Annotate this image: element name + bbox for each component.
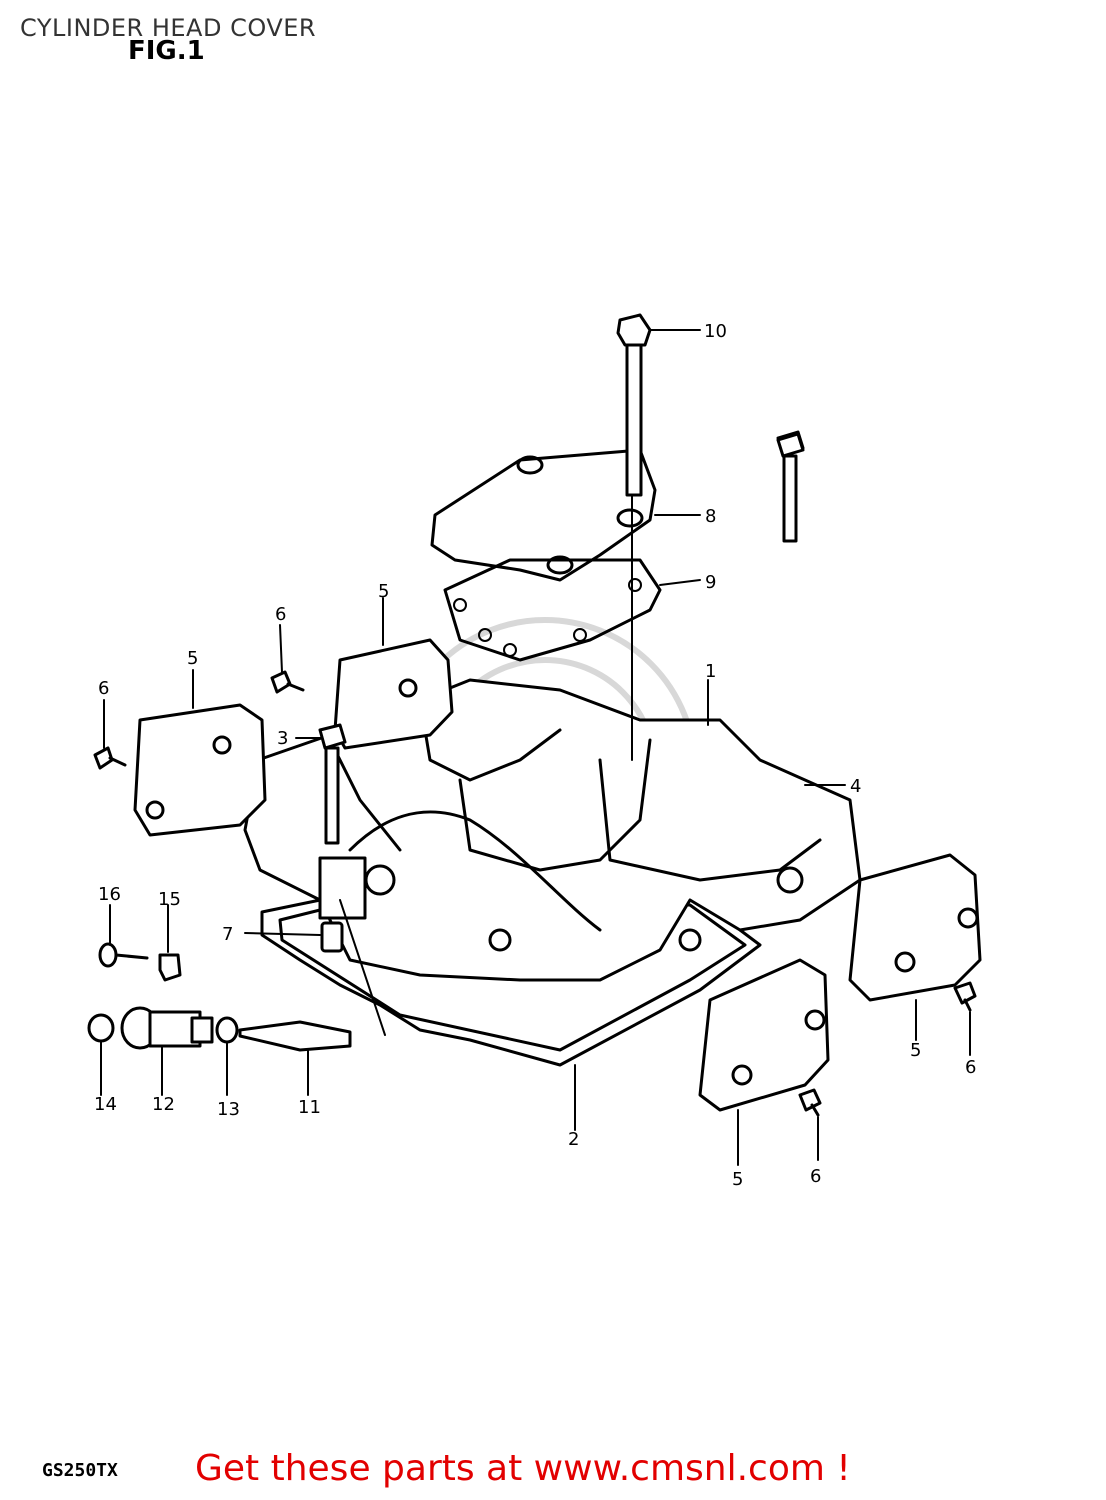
leader-lines bbox=[100, 329, 971, 1166]
figure-label: FIG.1 bbox=[128, 36, 205, 66]
callout-13: 13 bbox=[217, 1099, 240, 1120]
callout-5-top: 5 bbox=[378, 581, 389, 602]
callout-5-left: 5 bbox=[187, 648, 198, 669]
shaft-part-11 bbox=[238, 1020, 352, 1052]
promo-link[interactable]: Get these parts at www.cmsnl.com ! bbox=[195, 1448, 851, 1489]
page-title: CYLINDER HEAD COVER bbox=[20, 14, 317, 42]
dowel-part-7 bbox=[320, 921, 344, 953]
o-ring-part-13 bbox=[215, 1016, 239, 1044]
callout-8: 8 bbox=[705, 506, 716, 527]
callout-1: 1 bbox=[705, 661, 716, 682]
side-cover-part-5-d bbox=[698, 958, 830, 1112]
side-cover-part-5-b bbox=[333, 638, 454, 750]
screw-part-6-d bbox=[798, 1088, 822, 1117]
callout-16: 16 bbox=[98, 884, 121, 905]
callout-6-left: 6 bbox=[98, 678, 109, 699]
callout-6-right: 6 bbox=[965, 1057, 976, 1078]
callout-4: 4 bbox=[850, 776, 861, 797]
callout-9: 9 bbox=[705, 572, 716, 593]
cylinder-head-cover-part-1 bbox=[243, 678, 862, 982]
callout-5-bottom: 5 bbox=[732, 1169, 743, 1190]
gasket-part-9 bbox=[443, 558, 662, 662]
callout-7: 7 bbox=[222, 924, 233, 945]
screw-part-6-b bbox=[270, 670, 305, 694]
bolt-part-4 bbox=[776, 430, 805, 543]
callout-3: 3 bbox=[277, 728, 288, 749]
screw-part-6-c bbox=[953, 981, 977, 1012]
side-cover-part-5-a bbox=[133, 703, 267, 837]
model-code: GS250TX bbox=[42, 1460, 118, 1481]
callout-labels: 10 8 9 5 6 5 6 3 1 4 16 15 7 14 12 13 11… bbox=[94, 321, 976, 1190]
callout-14: 14 bbox=[94, 1094, 117, 1115]
callout-2: 2 bbox=[568, 1129, 579, 1150]
callout-10: 10 bbox=[704, 321, 727, 342]
cap-part-8 bbox=[430, 448, 657, 582]
washer-part-15 bbox=[158, 953, 182, 982]
callout-5-right: 5 bbox=[910, 1040, 921, 1061]
callout-12: 12 bbox=[152, 1094, 175, 1115]
bolt-part-3 bbox=[318, 723, 347, 845]
callout-6-top: 6 bbox=[275, 604, 286, 625]
callout-15: 15 bbox=[158, 889, 181, 910]
seal-part-14 bbox=[87, 1013, 115, 1043]
bolt-part-16 bbox=[98, 942, 149, 968]
callout-11: 11 bbox=[298, 1097, 321, 1118]
screw-part-6-a bbox=[93, 746, 127, 770]
housing-part-12 bbox=[120, 1006, 214, 1050]
bolt-part-10 bbox=[616, 313, 652, 497]
callout-6-bottom: 6 bbox=[810, 1166, 821, 1187]
side-cover-part-5-c bbox=[848, 853, 982, 1002]
